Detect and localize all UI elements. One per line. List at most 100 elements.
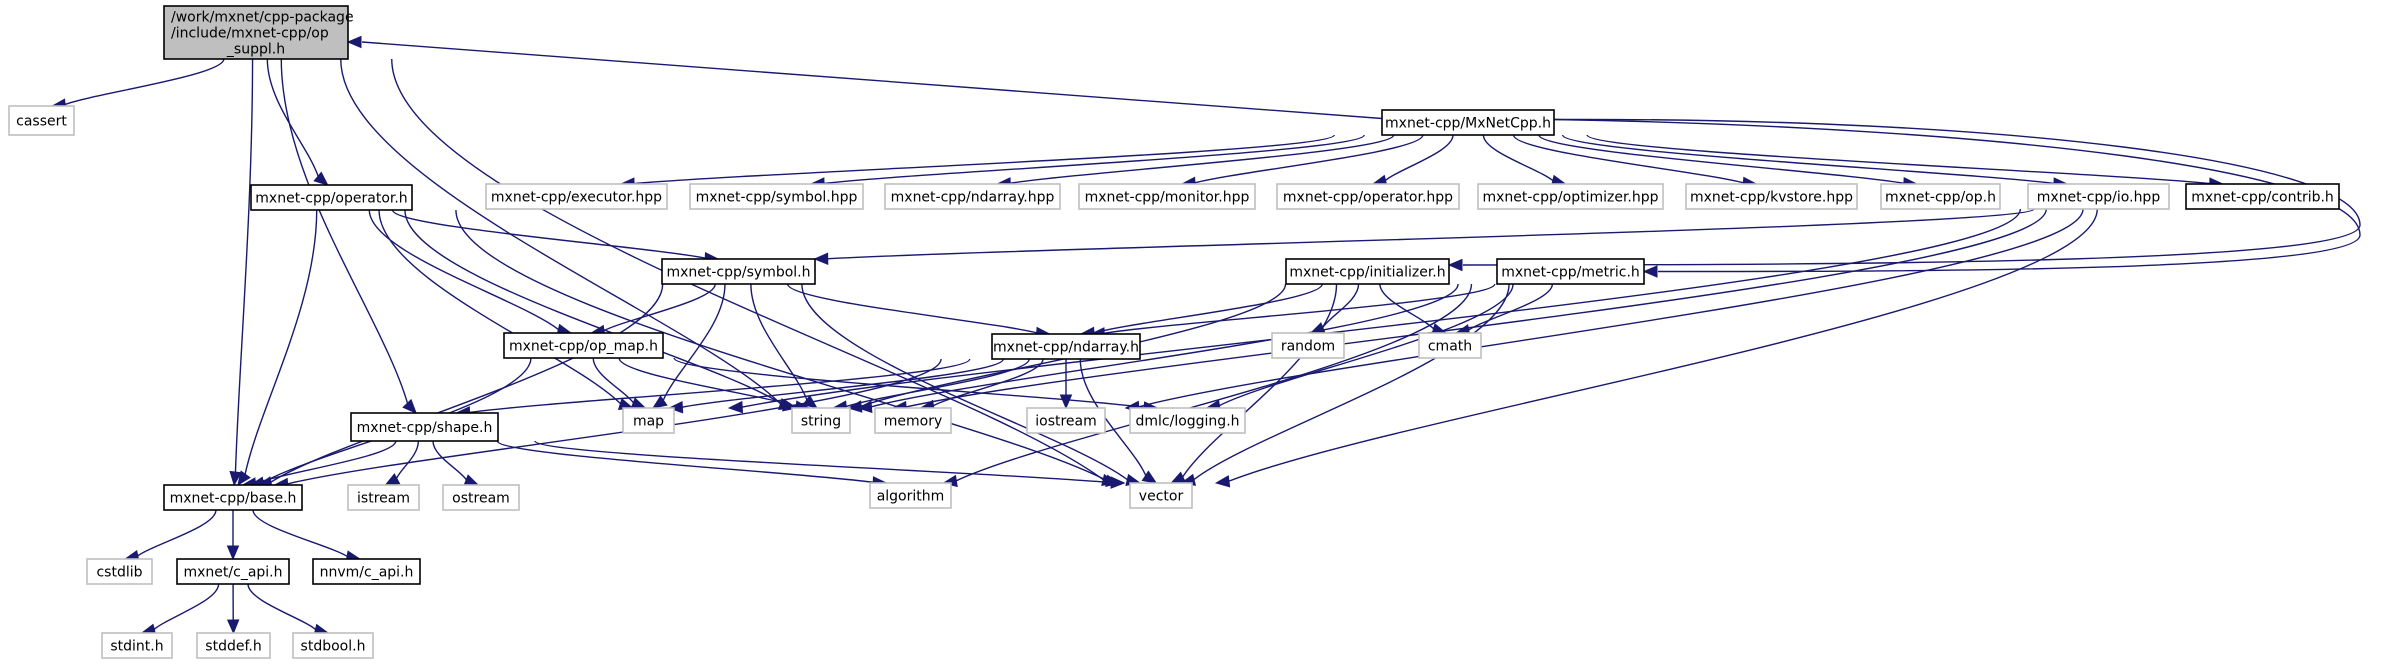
edge-metric-to-string <box>857 283 1459 414</box>
edge-line <box>1137 208 2084 408</box>
node-label: mxnet-cpp/kvstore.hpp <box>1690 190 1853 206</box>
node-box <box>1381 109 1555 136</box>
node-executor-hpp: mxnet-cpp/executor.hpp <box>485 183 668 210</box>
edge-line <box>468 358 971 414</box>
node-box <box>312 558 421 585</box>
edge-line <box>602 283 716 332</box>
node-op-map[interactable]: mxnet-cpp/op_map.h <box>503 332 664 359</box>
node-nnvm-c-api[interactable]: nnvm/c_api.h <box>312 558 421 585</box>
node-optimizer-hpp: mxnet-cpp/optimizer.hpp <box>1477 183 1664 210</box>
edge-line <box>136 509 217 558</box>
edge-line <box>786 283 1038 334</box>
node-label: mxnet-cpp/executor.hpp <box>491 190 662 206</box>
node-symbol-h[interactable]: mxnet-cpp/symbol.h <box>661 258 816 285</box>
node-label: map <box>633 414 664 430</box>
node-algorithm: algorithm <box>869 482 952 509</box>
edge-line <box>404 209 786 407</box>
edge-mxnetcpp-to-metric <box>1553 118 2361 278</box>
arrowhead-icon <box>463 474 480 486</box>
node-box <box>1880 183 2001 210</box>
node-label: random <box>1281 339 1335 355</box>
node-kvstore-hpp: mxnet-cpp/kvstore.hpp <box>1685 183 1858 210</box>
node-metric[interactable]: mxnet-cpp/metric.h <box>1496 258 1645 285</box>
edge-line <box>932 358 1044 407</box>
edge-line <box>244 209 318 476</box>
arrowhead-icon <box>313 171 329 186</box>
arrowhead-icon <box>226 619 240 635</box>
node-box <box>163 5 349 60</box>
edge-metric-to-vector <box>1180 283 1510 486</box>
node-logging: dmlc/logging.h <box>1129 407 1246 434</box>
node-label: mxnet-cpp/op_map.h <box>509 339 658 355</box>
node-label: mxnet-cpp/op.h <box>1885 190 1996 206</box>
node-box <box>347 484 420 511</box>
node-box <box>1129 407 1246 434</box>
edge-line <box>1482 134 1555 182</box>
arrowhead-icon <box>668 400 684 414</box>
node-box <box>1078 183 1256 210</box>
edge-line <box>1092 283 1323 334</box>
edge-contrib-to-iostream <box>1124 208 2084 414</box>
node-cassert: cassert <box>8 105 75 136</box>
node-label: stddef.h <box>205 639 261 655</box>
edge-line <box>455 209 1109 482</box>
edge-line <box>254 440 397 485</box>
node-stdint: stdint.h <box>101 632 173 659</box>
node-label: mxnet-cpp/ndarray.h <box>993 340 1139 356</box>
edge-line <box>152 583 220 631</box>
edge-mxnetcpp-to-initializer <box>1447 118 2361 272</box>
edge-symbol-h-to-base <box>257 283 664 489</box>
node-box <box>292 632 374 659</box>
node-box <box>991 333 1141 360</box>
node-shape[interactable]: mxnet-cpp/shape.h <box>350 412 499 442</box>
node-box <box>176 558 290 585</box>
node-label: mxnet-cpp/optimizer.hpp <box>1482 190 1658 206</box>
edge-line <box>1462 118 2361 266</box>
edge-initializer-to-ndarray-h <box>1079 283 1323 340</box>
arrowhead-icon <box>1141 470 1158 484</box>
node-label: mxnet-cpp/contrib.h <box>2191 190 2334 206</box>
edge-line <box>1467 283 1554 332</box>
edge-line <box>1103 283 1496 335</box>
node-label: mxnet-cpp/shape.h <box>357 420 493 436</box>
edge-line <box>368 209 560 331</box>
node-label: mxnet-cpp/ndarray.hpp <box>891 190 1055 206</box>
node-mxnet-c-api[interactable]: mxnet/c_api.h <box>176 558 290 585</box>
edge-line <box>955 283 1473 482</box>
edges-layer <box>50 35 2361 636</box>
node-mxnetcpp[interactable]: mxnet-cpp/MxNetCpp.h <box>1381 109 1555 136</box>
edge-ndarray-h-to-map <box>668 358 1005 414</box>
node-base[interactable]: mxnet-cpp/base.h <box>163 484 303 511</box>
node-operator-h[interactable]: mxnet-cpp/operator.h <box>250 184 413 211</box>
node-op-suppl[interactable]: /work/mxnet/cpp-package/include/mxnet-cp… <box>163 5 354 60</box>
node-map: map <box>622 407 675 434</box>
node-io-hpp: mxnet-cpp/io.hpp <box>2027 183 2170 210</box>
edge-line <box>592 357 635 405</box>
edge-line <box>1586 134 2211 185</box>
node-label: stdint.h <box>110 639 163 655</box>
edge-line <box>870 283 1459 408</box>
edge-line <box>741 208 2022 408</box>
node-contrib[interactable]: mxnet-cpp/contrib.h <box>2185 183 2340 210</box>
edge-symbol-h-to-vector <box>801 283 1142 486</box>
arrowhead-icon <box>402 398 417 414</box>
node-box <box>2027 183 2170 210</box>
edge-op-suppl-to-operator-h <box>266 58 329 186</box>
node-label: /work/mxnet/cpp-package <box>171 10 354 26</box>
node-box <box>1276 183 1460 210</box>
edge-line <box>234 58 254 474</box>
node-label: mxnet/c_api.h <box>184 565 283 581</box>
node-iostream: iostream <box>1026 407 1106 434</box>
node-initializer[interactable]: mxnet-cpp/initializer.h <box>1285 258 1450 285</box>
edge-line <box>361 41 1383 120</box>
node-op-h: mxnet-cpp/op.h <box>1880 183 2001 210</box>
node-box <box>8 105 75 136</box>
node-ndarray-h[interactable]: mxnet-cpp/ndarray.h <box>991 333 1141 360</box>
node-box <box>1129 482 1193 509</box>
node-string: string <box>791 407 851 434</box>
edge-line <box>1009 134 1395 185</box>
node-label: string <box>801 414 841 430</box>
edge-line <box>1321 283 1360 329</box>
edge-mxnet-c-api-to-stdbool <box>247 583 330 636</box>
edge-line <box>340 58 782 405</box>
